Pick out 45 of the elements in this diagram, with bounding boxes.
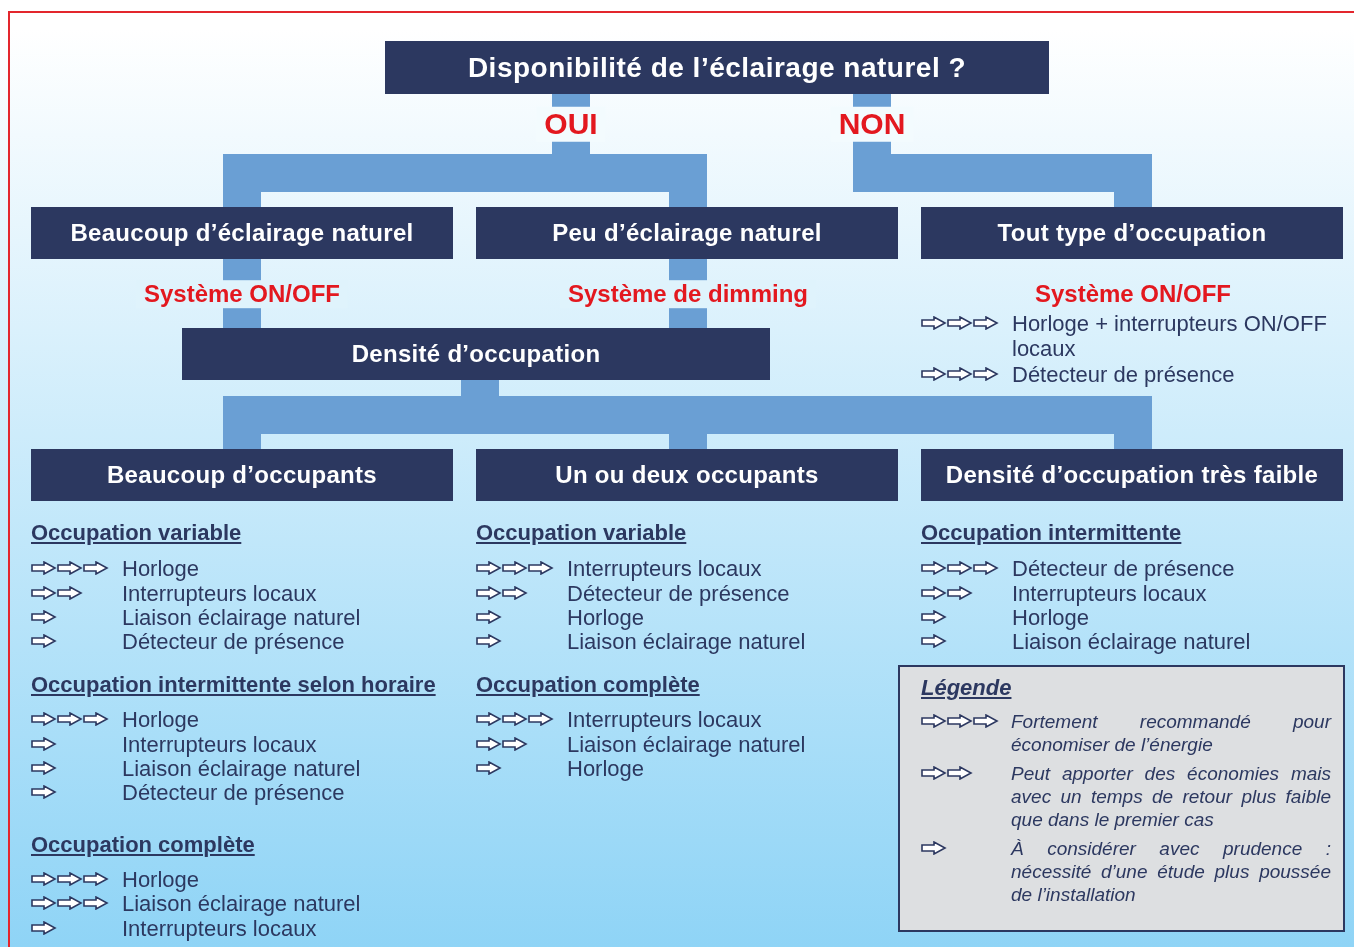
decision-box: Un ou deux occupants: [476, 449, 898, 501]
system-label: Système ON/OFF: [1034, 280, 1232, 308]
list-item: Interrupteurs locaux: [1012, 581, 1208, 606]
decision-box: Densité d’occupation très faible: [921, 449, 1343, 501]
list-item: Liaison éclairage naturel: [122, 605, 362, 630]
list-item: Détecteur de présence: [1012, 556, 1236, 581]
legend-text: Fortement recommandé pour économiser de l’énergie: [1011, 710, 1331, 756]
legend-text: À considérer avec prudence : nécessité d’une étude plus poussée de l’installation: [1011, 837, 1331, 906]
list-item: Interrupteurs locaux: [122, 916, 318, 941]
list-item: Horloge: [567, 605, 646, 630]
connector: [669, 259, 707, 328]
decision-box: Densité d’occupation: [182, 328, 770, 380]
list-item: Détecteur de présence: [122, 629, 346, 654]
list-heading: Occupation variable: [31, 520, 242, 546]
list-item: Interrupteurs locaux: [567, 707, 763, 732]
list-heading: Occupation variable: [476, 520, 687, 546]
decision-box: Beaucoup d’éclairage naturel: [31, 207, 453, 259]
list-heading: Occupation complète: [31, 832, 255, 858]
legend-text: Peut apporter des économies mais avec un temps de retour plus faible que dans le premier cas: [1011, 762, 1331, 831]
list-item: Liaison éclairage naturel: [122, 891, 362, 916]
legend-title: Légende: [921, 675, 1012, 701]
list-item: Liaison éclairage naturel: [1012, 629, 1252, 654]
decision-box: Tout type d’occupation: [921, 207, 1343, 259]
list-item: Horloge: [122, 707, 201, 732]
list-item: Interrupteurs locaux: [567, 556, 763, 581]
list-item: Interrupteurs locaux: [122, 732, 318, 757]
list-item: Horloge: [122, 556, 201, 581]
list-heading: Occupation intermittente selon horaire: [31, 672, 436, 698]
decision-box: Beaucoup d’occupants: [31, 449, 453, 501]
decision-box: Peu d’éclairage naturel: [476, 207, 898, 259]
list-heading: Occupation complète: [476, 672, 700, 698]
list-item: Détecteur de présence: [122, 780, 346, 805]
list-item: Horloge: [122, 867, 201, 892]
list-item: Horloge + interrupteurs ON/OFF locaux: [1012, 311, 1328, 361]
list-item: Interrupteurs locaux: [122, 581, 318, 606]
list-item: Détecteur de présence: [567, 581, 791, 606]
list-item: Liaison éclairage naturel: [567, 732, 807, 757]
list-item: Liaison éclairage naturel: [122, 756, 362, 781]
connector: [223, 259, 261, 328]
list-item: Détecteur de présence: [1012, 362, 1236, 387]
decision-box: Disponibilité de l’éclairage naturel ?: [385, 41, 1049, 94]
list-heading: Occupation intermittente: [921, 520, 1182, 546]
list-item: Liaison éclairage naturel: [567, 629, 807, 654]
list-item: Horloge: [1012, 605, 1090, 630]
list-item: Horloge: [567, 756, 645, 781]
